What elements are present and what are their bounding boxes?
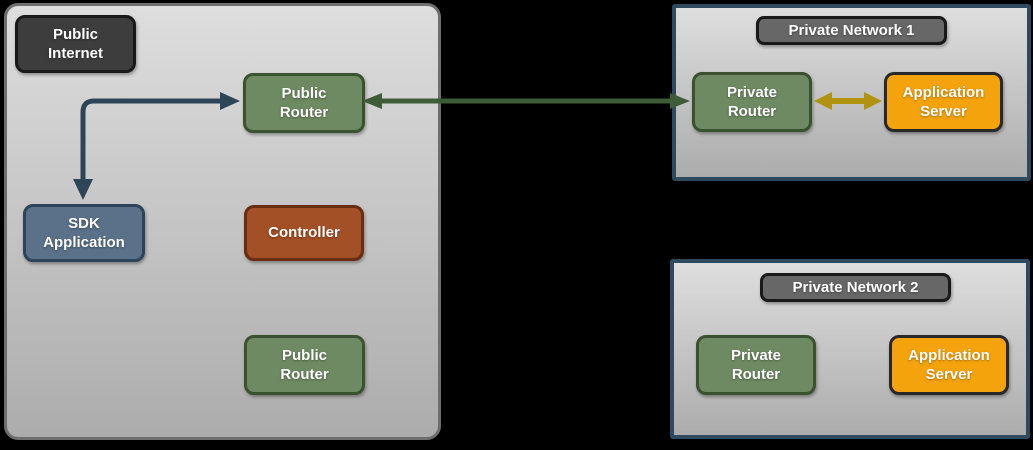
zone-label-public-internet: Public Internet [15, 15, 136, 73]
zone-label-private-network-2: Private Network 2 [760, 273, 951, 302]
node-public-router-bottom: Public Router [244, 335, 365, 395]
node-public-router-top: Public Router [243, 73, 365, 133]
node-controller: Controller [244, 205, 364, 261]
node-application-server-1: Application Server [884, 72, 1003, 132]
node-sdk-application: SDK Application [23, 204, 145, 262]
zone-public-internet: Public Internet Public Router SDK Applic… [4, 3, 441, 440]
node-private-router-2: Private Router [696, 335, 816, 395]
node-application-server-2: Application Server [889, 335, 1009, 395]
zone-private-network-1: Private Network 1 Private Router Applica… [672, 4, 1031, 181]
node-private-router-1: Private Router [692, 72, 812, 132]
zone-private-network-2: Private Network 2 Private Router Applica… [670, 259, 1030, 439]
zone-label-private-network-1: Private Network 1 [756, 16, 947, 45]
